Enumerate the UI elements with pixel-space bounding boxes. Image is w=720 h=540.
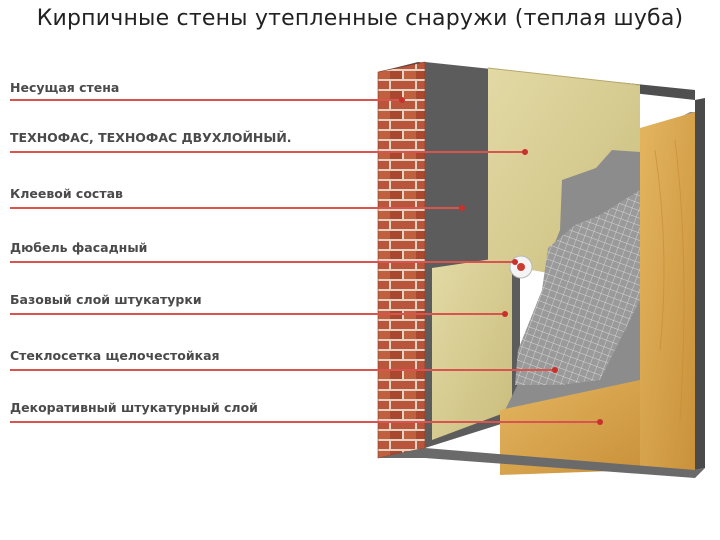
label-glass-mesh: Стеклосетка щелочестойкая [10, 348, 220, 363]
leader-dot-base-plaster [502, 311, 508, 317]
brick-layer [378, 62, 425, 458]
block-right-edge [695, 98, 705, 470]
leader-dot-insulation [522, 149, 528, 155]
leader-line-base-plaster [10, 313, 505, 315]
leader-line-dowel [10, 261, 515, 263]
leader-dot-glass-mesh [552, 367, 558, 373]
label-dowel: Дюбель фасадный [10, 240, 147, 255]
leader-line-adhesive [10, 207, 462, 209]
label-adhesive: Клеевой состав [10, 186, 123, 201]
leader-dot-adhesive [459, 205, 465, 211]
label-bearing-wall: Несущая стена [10, 80, 119, 95]
leader-dot-decorative-plaster [597, 419, 603, 425]
label-decorative-plaster: Декоративный штукатурный слой [10, 400, 258, 415]
leader-line-glass-mesh [10, 369, 555, 371]
label-base-plaster: Базовый слой штукатурки [10, 292, 202, 307]
leader-dot-dowel [512, 259, 518, 265]
leader-line-decorative-plaster [10, 421, 600, 423]
leader-line-insulation [10, 151, 525, 153]
leader-line-bearing-wall [10, 99, 402, 101]
leader-dot-bearing-wall [399, 97, 405, 103]
label-insulation: ТЕХНОФАС, ТЕХНОФАС ДВУХЛОЙНЫЙ. [10, 130, 292, 145]
